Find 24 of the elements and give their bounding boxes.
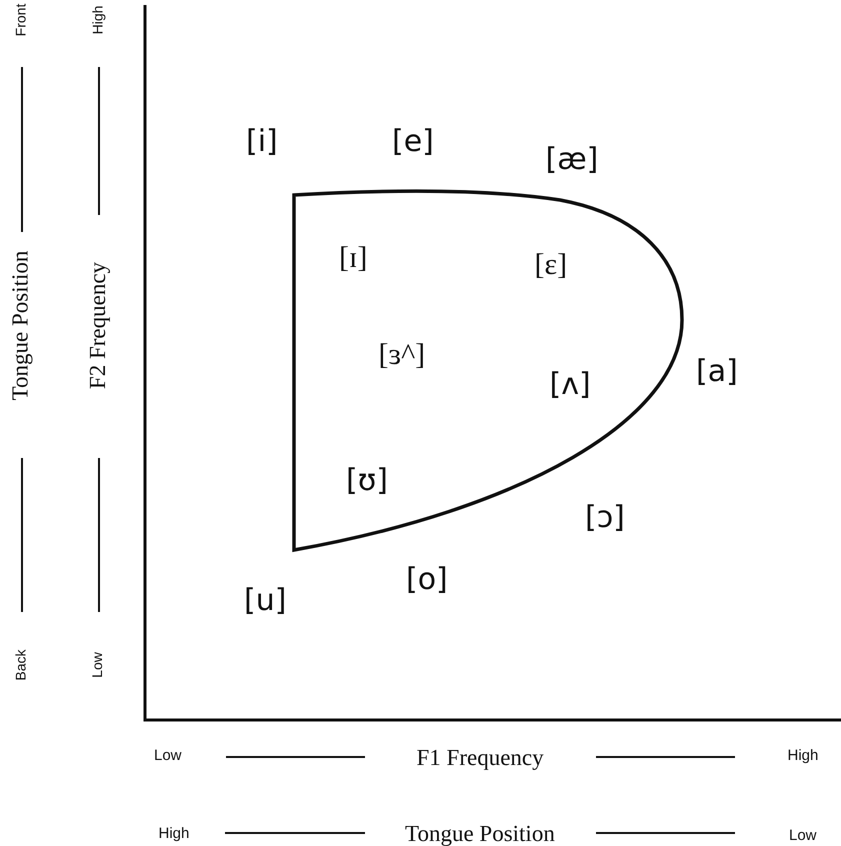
vowel-label: [ɛ]: [534, 250, 568, 280]
vowel-label: [ʌ]: [550, 370, 591, 400]
vowel-label: [ɪ]: [339, 243, 368, 273]
axis-end-label: Low: [789, 828, 817, 842]
axis-end-label: High: [158, 826, 190, 840]
axis-title: F1 Frequency: [416, 746, 544, 768]
axis-end-label: Front: [12, 4, 27, 36]
vowel-label: [ɔ]: [585, 503, 625, 533]
vowel-label: [u]: [244, 586, 286, 616]
axis-end-label: High: [788, 748, 818, 762]
axis-end-label: Back: [13, 649, 28, 681]
vowel-label: [a]: [696, 357, 738, 387]
axis-title: Tongue Position: [405, 822, 555, 844]
vowel-label: [æ]: [546, 145, 598, 175]
vowel-label: [ʊ]: [346, 466, 388, 496]
vowel-label: [ɜ^]: [378, 340, 426, 370]
axis-title: Tongue Position: [8, 250, 32, 400]
axis-end-label: Low: [90, 652, 104, 678]
vowel-label: [i]: [246, 127, 278, 157]
axis-end-label: Low: [154, 748, 182, 762]
vowel-label: [e]: [392, 127, 434, 157]
axis-title: F2 Frequency: [86, 261, 109, 389]
axis-end-label: High: [90, 6, 104, 34]
vowel-label: [o]: [406, 565, 448, 595]
